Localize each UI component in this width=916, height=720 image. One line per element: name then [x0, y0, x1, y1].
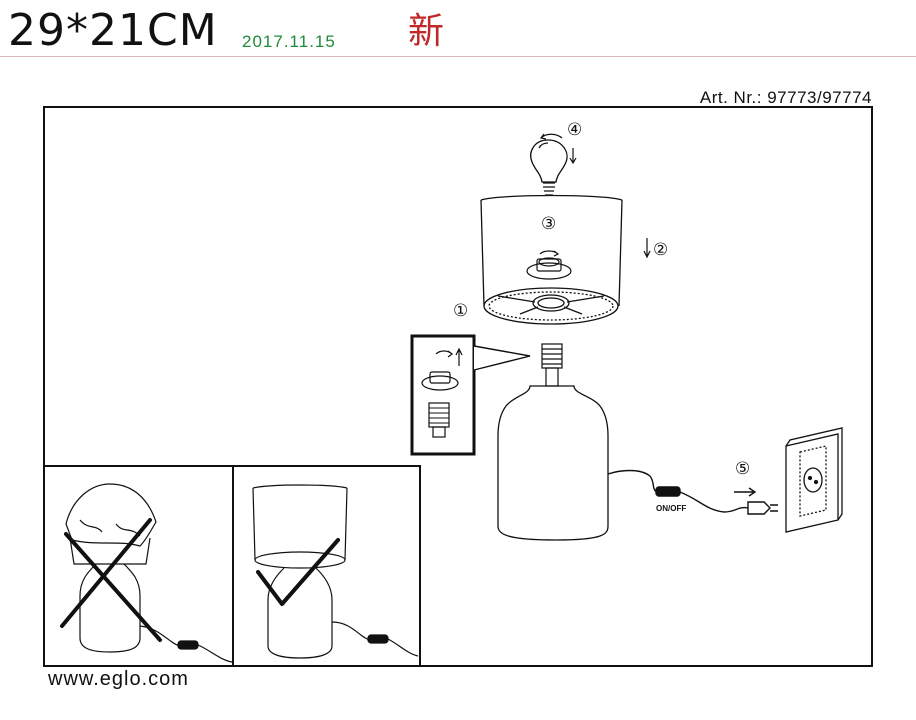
- ring-nut-icon: [526, 250, 572, 280]
- correct-panel: [232, 465, 421, 667]
- step-4-label: ④: [567, 120, 582, 140]
- check-mark-icon: [256, 538, 340, 606]
- sheet-size-label: 29*21CM: [8, 5, 218, 56]
- step-5-label: ⑤: [735, 459, 750, 479]
- down-arrow-icon: [643, 238, 651, 259]
- header-divider: [0, 56, 916, 57]
- wrong-lamp: [65, 483, 233, 663]
- website-url[interactable]: www.eglo.com: [48, 668, 189, 690]
- power-cord: [607, 469, 778, 515]
- main-frame: [43, 106, 873, 667]
- new-mark: 新: [408, 11, 445, 52]
- lamp-base: [497, 385, 609, 541]
- step-2-label: ②: [653, 240, 668, 260]
- bulb-icon: [530, 139, 568, 196]
- correct-lamp: [252, 484, 419, 659]
- sheet-date: 2017.11.15: [242, 32, 336, 51]
- step-3-label: ③: [541, 214, 556, 234]
- lamp-holder: [541, 343, 563, 387]
- plug-arrow-icon: [734, 487, 757, 497]
- wall-socket-icon: [785, 427, 843, 533]
- rotate-arrow-icon: [539, 133, 577, 165]
- cross-mark-icon: [60, 518, 162, 642]
- wrong-panel: [43, 465, 234, 667]
- switch-label: ON/OFF: [656, 504, 686, 513]
- article-number: Art. Nr.: 97773/97774: [699, 88, 872, 107]
- lampshade: [480, 194, 623, 325]
- step-1-label: ①: [453, 301, 468, 321]
- detail-callout: [410, 334, 531, 456]
